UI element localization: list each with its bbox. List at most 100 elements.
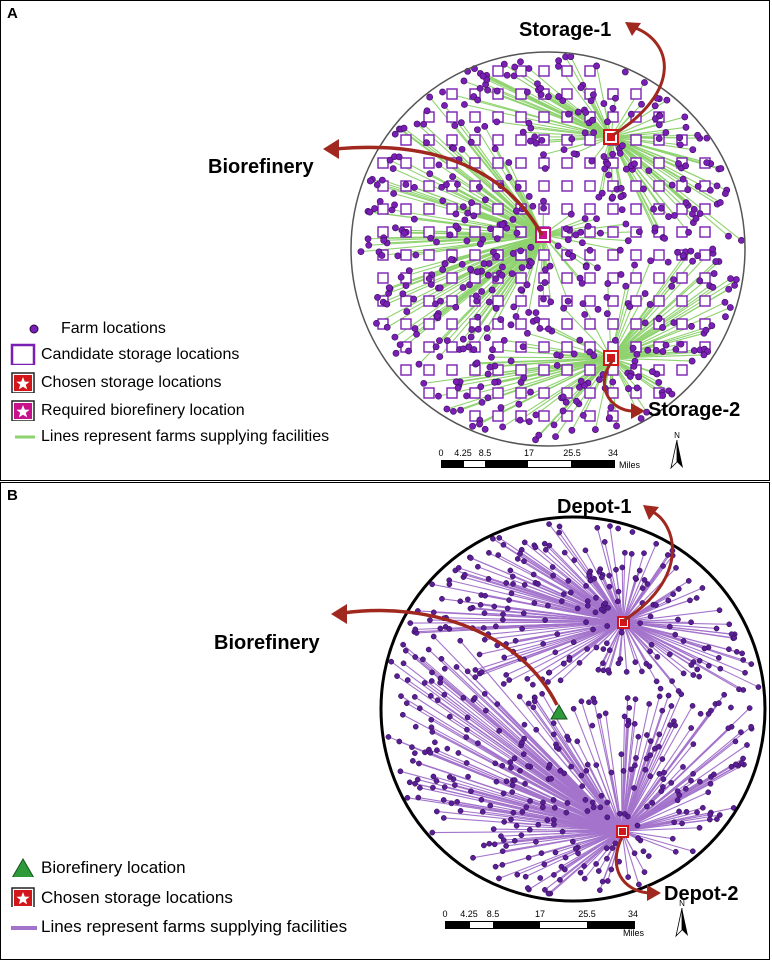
farm-dot <box>670 591 677 597</box>
farm-dot <box>521 721 528 728</box>
farm-dot <box>694 131 702 139</box>
legend-label-required: Required biorefinery location <box>41 402 245 419</box>
farm-dot <box>532 411 540 419</box>
farm-dot <box>660 563 666 569</box>
farm-dot <box>662 341 670 349</box>
candidate-storage-square <box>676 272 688 284</box>
farm-dot <box>411 325 419 332</box>
candidate-storage-square <box>676 295 688 307</box>
farm-dot <box>633 350 641 358</box>
farm-dot <box>710 270 718 277</box>
farm-dot <box>717 165 725 172</box>
farm-dot <box>480 625 487 631</box>
farm-dot <box>581 875 588 882</box>
supply-line <box>564 830 623 870</box>
farm-dot <box>602 600 609 607</box>
farm-dot <box>732 761 739 768</box>
farm-dot <box>645 167 653 175</box>
farm-dot <box>500 681 507 687</box>
supply-line <box>485 83 612 138</box>
farm-dot <box>520 751 527 757</box>
farm-dot <box>546 669 553 676</box>
farm-dot <box>378 252 386 259</box>
farm-dot <box>521 582 528 588</box>
legend-label-farm: Farm locations <box>61 320 166 337</box>
biorefinery-triangle-icon <box>12 858 34 877</box>
supply-line <box>622 621 740 690</box>
service-area-boundary-b <box>379 515 767 903</box>
candidate-storage-square <box>653 249 665 261</box>
farm-dot <box>620 768 627 774</box>
farm-dot <box>420 379 428 387</box>
farm-dot <box>627 110 635 118</box>
supply-line <box>621 710 663 832</box>
farm-dot <box>400 229 408 237</box>
farm-dot <box>621 68 629 76</box>
supply-line <box>622 621 650 667</box>
supply-line <box>584 830 623 879</box>
farm-dot <box>550 797 557 803</box>
farm-dot <box>593 644 600 651</box>
farm-dot <box>574 738 581 745</box>
candidate-storage-square <box>400 295 412 307</box>
farm-dot <box>674 248 681 256</box>
farm-dot <box>492 623 499 630</box>
farm-dot <box>529 681 536 688</box>
farm-dot <box>485 298 493 306</box>
farm-dot <box>643 755 650 762</box>
farm-dot <box>584 808 591 814</box>
candidate-storage-square <box>423 387 435 399</box>
farm-dot <box>428 716 435 723</box>
farm-dot <box>651 102 659 110</box>
farm-dot <box>523 329 531 337</box>
farm-dot <box>689 210 696 218</box>
farm-dot <box>716 812 723 818</box>
supply-line-icon-a <box>15 435 35 439</box>
candidate-storage-square <box>699 295 711 307</box>
farm-dot <box>459 335 467 343</box>
farm-dot <box>476 420 483 428</box>
candidate-storage-square <box>630 272 642 284</box>
farm-dot <box>506 677 513 683</box>
farm-dot <box>414 776 421 783</box>
farm-dot <box>413 120 421 128</box>
farm-dot <box>437 297 444 305</box>
supply-line <box>576 741 623 832</box>
farm-dot <box>444 745 451 752</box>
farm-dot <box>385 284 393 292</box>
farm-dot <box>531 698 538 705</box>
supply-line <box>621 811 698 832</box>
farm-dot <box>484 394 492 402</box>
candidate-storage-square <box>538 180 550 192</box>
farm-dot <box>570 838 576 845</box>
farm-dot <box>458 145 466 153</box>
supply-line <box>460 810 623 832</box>
farm-dot <box>520 610 527 617</box>
farm-dot <box>490 535 496 542</box>
farm-dot <box>557 877 563 883</box>
farm-dot <box>514 556 521 562</box>
candidate-storage-square <box>538 65 550 77</box>
farm-dot <box>596 568 603 575</box>
farm-dot <box>647 773 654 779</box>
farm-dot <box>655 121 663 129</box>
farm-dot <box>662 129 670 136</box>
farm-dot <box>632 762 638 769</box>
candidate-storage-square <box>561 318 573 330</box>
farm-dot <box>499 861 506 868</box>
required-biorefinery-star-icon <box>11 400 35 421</box>
farm-dot <box>443 181 450 189</box>
farm-dot <box>461 571 468 578</box>
arrow-biorefinery-a <box>334 145 544 236</box>
farm-dot <box>617 193 625 201</box>
farm-dot <box>440 797 447 803</box>
farm-dot <box>578 772 585 779</box>
farm-dot <box>477 240 484 248</box>
farm-dot <box>411 184 418 191</box>
farm-dot <box>392 349 400 357</box>
supply-line <box>561 600 624 623</box>
farm-dot <box>586 246 594 254</box>
scalebar-b: 0 4.25 8.5 17 25.5 34 Miles <box>442 909 644 938</box>
farm-dot <box>511 63 519 71</box>
farm-dot <box>511 837 518 844</box>
